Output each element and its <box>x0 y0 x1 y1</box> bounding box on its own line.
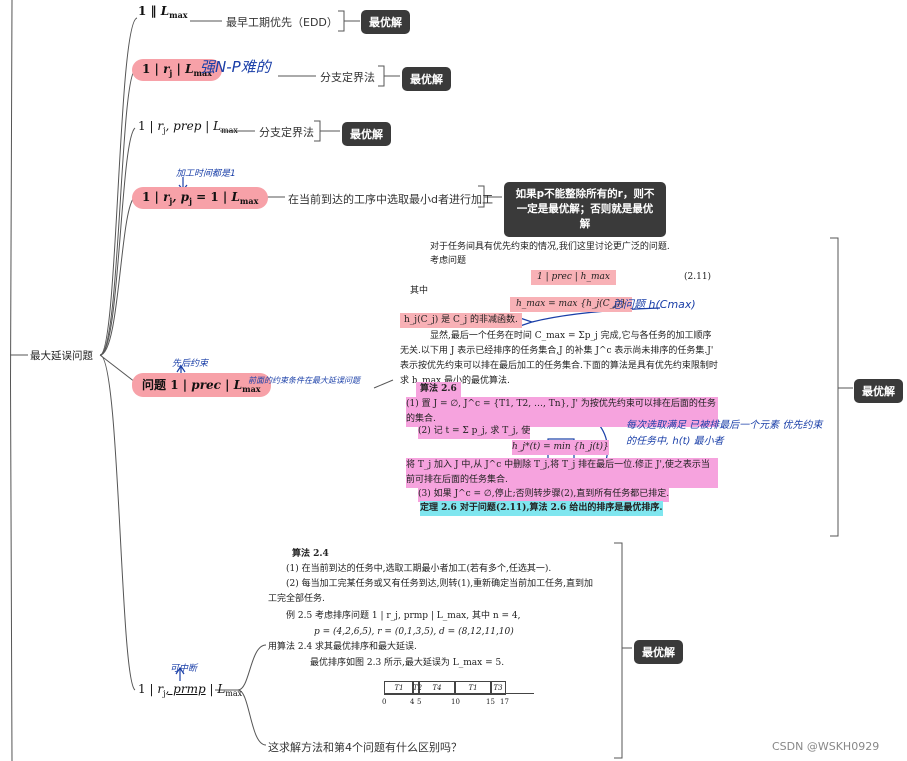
doc1-para: 显然,最后一个任务在时间 C_max = Σp_j 完成,它与各任务的加工顺序无… <box>400 331 718 386</box>
n1-pre: 1 <box>138 4 147 18</box>
textbook-excerpt-prec: 对于任务间具有优先约束的情况,我们这里讨论更广泛的问题. 考虑问题 1 | pr… <box>398 238 828 538</box>
doc1-alg-title: 算法 2.6 <box>416 382 461 397</box>
n6-question: 这求解方法和第4个问题有什么区别吗？ <box>268 741 462 754</box>
problem-node-1[interactable]: 1 ‖ Lmax <box>138 4 188 20</box>
gantt-tick-2: 5 <box>417 698 422 706</box>
n2-method: 分支定界法 <box>320 71 375 84</box>
doc1-where: 其中 <box>410 286 429 296</box>
n2-mid-sub: j <box>169 68 173 78</box>
doc2-ex: 例 2.5 考虑排序问题 1 | r_j, prmp | L_max, 其中 n… <box>286 611 521 621</box>
n1-tail-sub: max <box>169 10 188 20</box>
n5-pre: 1 <box>170 378 179 392</box>
problem-node-4[interactable]: 1 | rj, pj = 1 | Lmax <box>132 187 269 209</box>
gantt-tick-5: 17 <box>500 698 509 706</box>
gantt-bar-5: T3 <box>490 681 506 695</box>
doc1-line-h: h_j(C_j) 是 C_j 的非减函数. <box>400 313 522 328</box>
doc1-intro2: 考虑问题 <box>430 256 467 266</box>
n2-handnote: 强N-P难的 <box>200 58 271 76</box>
n2-pre: 1 <box>142 62 151 76</box>
gantt-tick-4: 15 <box>486 698 495 706</box>
textbook-excerpt-prmp: 算法 2.4 (1) 在当前到达的任务中,选取工期最小者加工(若有多个,任选其一… <box>266 545 606 707</box>
n3-pre: 1 <box>138 119 146 133</box>
n1-method: 最早工期优先（EDD） <box>226 16 338 29</box>
doc1-theorem: 定理 2.6 对于问题(2.11),算法 2.6 给出的排序是最优排序. <box>420 501 663 516</box>
doc2-s2: (2) 每当加工完某任务或又有任务到达,则转(1),重新确定当前加工任务,直到加… <box>268 579 593 604</box>
n3-mid: r <box>157 119 164 133</box>
n4-handnote: 加工时间都是1 <box>176 169 236 179</box>
doc1-step2b: 将 T_j 加入 J 中,从 J^c 中删除 T_j,将 T_j 排在最后一位.… <box>406 458 718 488</box>
problem-node-2[interactable]: 1 | rj | Lmax <box>132 59 222 81</box>
n3-tail-sub: max <box>221 126 238 135</box>
n1-tail: L <box>160 4 170 18</box>
doc1-step2-eq: h_j*(t) = min {h_j(t)} <box>512 440 609 455</box>
n4-mid2: , p <box>172 190 190 204</box>
n4-mid3: = 1 <box>191 190 219 204</box>
gantt-tick-1: 4 <box>410 698 415 706</box>
n4-tail: L <box>231 190 240 204</box>
n3-method: 分支定界法 <box>259 126 314 139</box>
n4-mid-sub: j <box>169 196 173 206</box>
n6-mid-sub: j <box>163 689 166 698</box>
n6-mid2: , prmp <box>165 682 206 696</box>
n5-tail: L <box>233 378 243 392</box>
doc1-step1: (1) 置 J = ∅, J^c = {T1, T2, …, Tn}, J' 为… <box>406 397 718 427</box>
n3-mid2: , prep <box>165 119 202 133</box>
doc2-params: p = (4,2,6,5), r = (0,1,3,5), d = (8,12,… <box>314 627 514 637</box>
n4-tail-sub: max <box>239 196 259 206</box>
gantt-bar-4: T1 <box>454 681 492 695</box>
gantt-bar-2: T2 <box>412 681 422 695</box>
n6-tail-sub: max <box>225 689 243 698</box>
n2-badge: 最优解 <box>402 67 451 91</box>
doc1-handnote-b: 每次选取满足 已被排最后一个元素 优先约束的任务中, h(t) 最小者 <box>626 420 823 447</box>
n5-handnote-top: 先后约束 <box>172 359 209 369</box>
n4-mid2-sub: j <box>189 196 192 206</box>
problem-node-3[interactable]: 1 | rj, prep | Lmax <box>138 119 238 135</box>
n3-tail: L <box>213 119 222 133</box>
doc1-step3: (3) 如果 J^c = ∅,停止;否则转步骤(2),直到所有任务都已排定. <box>418 487 670 502</box>
n5-badge: 最优解 <box>854 379 903 403</box>
n2-tail-sub: max <box>193 68 212 78</box>
n6-mid: r <box>157 682 164 696</box>
doc1-step2: (2) 记 t = Σ p_j, 求 T_j, 使 <box>418 424 531 439</box>
n4-pre: 1 <box>142 190 151 204</box>
n6-tail: L <box>217 682 226 696</box>
n5-prefix: 问题 <box>142 378 167 392</box>
problem-node-6[interactable]: 1 | rj, prmp | Lmax <box>138 682 243 698</box>
doc1-formula: h_max = max {h_j(C_j)} <box>510 297 633 312</box>
n4-mid: r <box>163 190 170 204</box>
gantt-tick-0: 0 <box>382 698 387 706</box>
root-label: 最大延误问题 <box>30 350 93 362</box>
n2-tail: L <box>185 62 194 76</box>
n6-handnote-top: 可中断 <box>170 664 198 674</box>
gantt-bar-3: T4 <box>418 681 456 695</box>
n4-method: 在当前到达的工序中选取最小d者进行加工 <box>288 193 493 206</box>
watermark: CSDN @WSKH0929 <box>772 740 880 753</box>
doc1-intro1: 对于任务间具有优先约束的情况,我们这里讨论更广泛的问题. <box>430 242 670 252</box>
n4-note: 如果p不能整除所有的r，则不一定是最优解；否则就是最优解 <box>504 182 666 237</box>
gantt-axis <box>384 693 534 694</box>
n5-tail-sub: max <box>242 384 261 394</box>
n1-badge: 最优解 <box>361 10 410 34</box>
gantt-chart: T1 T2 T4 T1 T3 <box>384 679 534 695</box>
n5-handnote: 前面的约束条件在最大延误问题 <box>248 376 360 385</box>
doc1-eqno: (2.11) <box>684 272 712 282</box>
doc2-ask: 用算法 2.4 求其最优排序和最大延误. <box>268 642 417 652</box>
doc2-alg-title: 算法 2.4 <box>292 549 329 559</box>
gantt-tick-3: 10 <box>451 698 460 706</box>
problem-node-5[interactable]: 问题 1 | prec | Lmax <box>132 373 271 397</box>
n6-pre: 1 <box>138 682 146 696</box>
n6-badge: 最优解 <box>634 640 683 664</box>
n5-mid: prec <box>191 378 221 392</box>
doc1-problem: 1 | prec | h_max <box>531 270 616 285</box>
doc1-handnote-a: 总问题 h(Cmax) <box>612 298 696 311</box>
doc2-result: 最优排序如图 2.3 所示,最大延误为 L_max = 5. <box>310 658 505 668</box>
doc2-s1: (1) 在当前到达的任务中,选取工期最小者加工(若有多个,任选其一). <box>286 564 552 574</box>
gantt-bar-1: T1 <box>384 681 414 695</box>
n3-badge: 最优解 <box>342 122 391 146</box>
n2-mid: r <box>163 62 170 76</box>
n3-mid-sub: j <box>163 126 166 135</box>
